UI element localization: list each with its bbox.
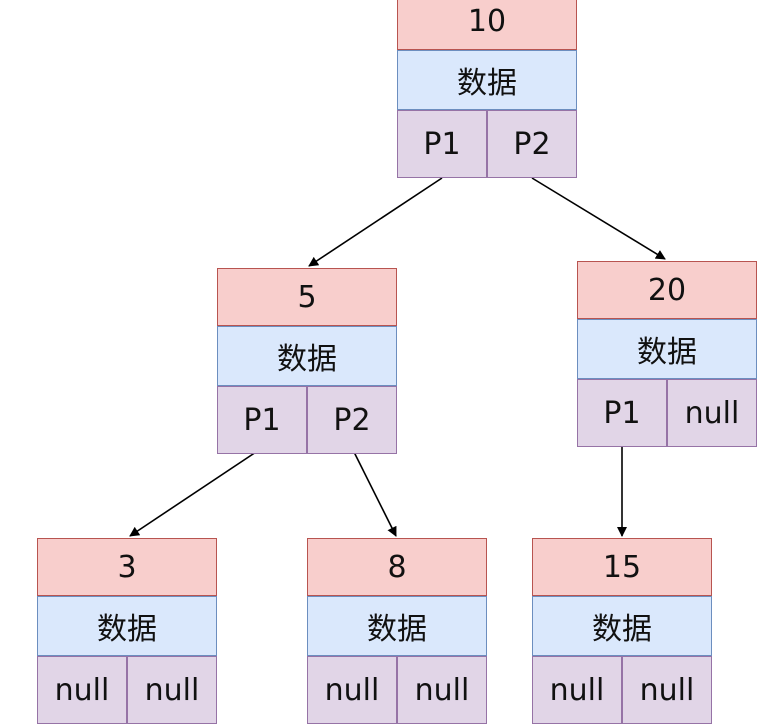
edge-n10-to-n5 [308, 177, 443, 267]
node-data: 数据 [217, 326, 397, 386]
node-pointer-right: P2 [307, 386, 397, 454]
node-key: 20 [577, 261, 757, 319]
node-key: 10 [397, 0, 577, 50]
node-pointer-right: null [667, 379, 757, 447]
edge-n5-to-n3 [129, 447, 263, 537]
node-key: 8 [307, 538, 487, 596]
node-data: 数据 [397, 50, 577, 110]
node-pointer-left: P1 [397, 110, 487, 178]
node-key: 3 [37, 538, 217, 596]
node-pointer-left: P1 [217, 386, 307, 454]
edge-n5-to-n8 [351, 447, 397, 537]
node-key: 5 [217, 268, 397, 326]
node-key: 15 [532, 538, 712, 596]
node-pointer-right: null [127, 656, 217, 724]
node-data: 数据 [37, 596, 217, 656]
node-pointer-right: null [397, 656, 487, 724]
node-pointer-left: P1 [577, 379, 667, 447]
node-data: 数据 [532, 596, 712, 656]
node-data: 数据 [577, 319, 757, 379]
edge-n10-to-n20 [531, 177, 666, 260]
node-pointer-left: null [37, 656, 127, 724]
node-pointer-right: null [622, 656, 712, 724]
node-pointer-left: null [307, 656, 397, 724]
node-pointer-left: null [532, 656, 622, 724]
node-data: 数据 [307, 596, 487, 656]
node-pointer-right: P2 [487, 110, 577, 178]
